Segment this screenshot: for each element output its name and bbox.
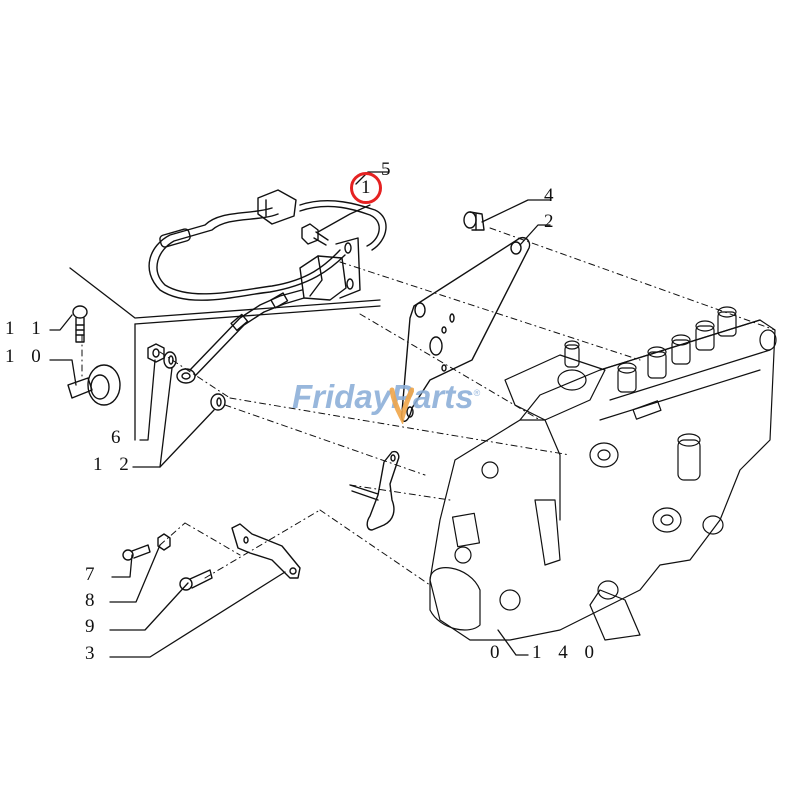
callout-2: 2 xyxy=(544,211,560,232)
watermark-accent-icon xyxy=(389,387,414,424)
callout-8: 8 xyxy=(85,590,101,611)
callout-10: 1 0 xyxy=(5,346,47,367)
callout-1: 1 xyxy=(361,177,377,198)
clamp-and-bolt xyxy=(67,305,121,406)
nut-washer-set xyxy=(147,343,226,411)
callout-4: 4 xyxy=(544,185,560,206)
callout-11: 1 1 xyxy=(5,318,47,339)
injection-pump xyxy=(429,306,777,641)
assembly-dash-lines xyxy=(81,227,776,586)
callout-0140: 1 4 0 xyxy=(532,642,600,663)
speed-sensor xyxy=(176,223,361,384)
plug xyxy=(463,211,485,231)
callout-3: 3 xyxy=(85,643,101,664)
callout-0140-prefix: 0 xyxy=(490,642,506,663)
bolts-7-8-9 xyxy=(122,533,213,591)
leader-lines xyxy=(49,171,551,658)
callout-5: 5 xyxy=(381,159,397,180)
callout-12: 1 2 xyxy=(93,454,135,475)
highlight-circle xyxy=(350,172,382,204)
delivery-valves xyxy=(617,306,777,393)
lever-link xyxy=(349,450,400,531)
callout-9: 9 xyxy=(85,616,101,637)
callout-6: 6 xyxy=(111,427,127,448)
callout-7: 7 xyxy=(85,564,101,585)
sensor-cable-assembly xyxy=(148,189,387,301)
bracket-3 xyxy=(231,523,301,579)
